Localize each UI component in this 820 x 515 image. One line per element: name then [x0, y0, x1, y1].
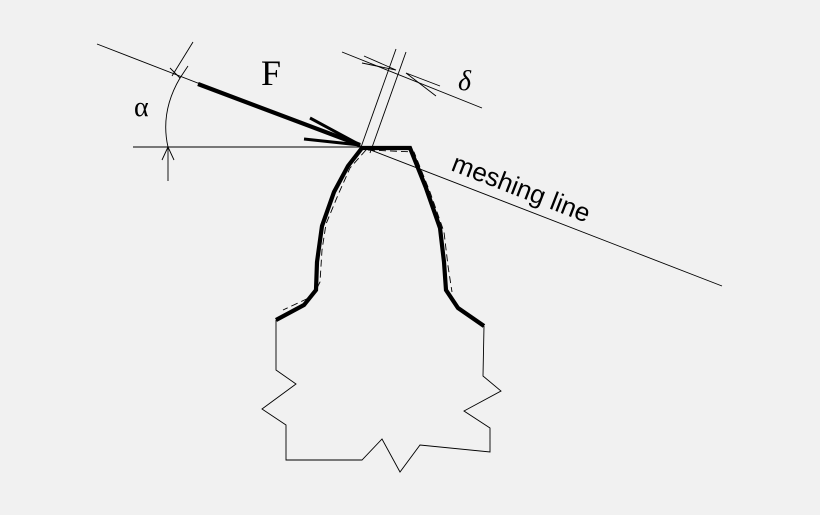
delta-label: δ — [458, 66, 472, 97]
delta-extension-line-1 — [359, 48, 397, 151]
force-arrow-shaft — [197, 82, 361, 147]
delta-extension-line-2 — [369, 51, 407, 154]
alpha-label: α — [134, 92, 149, 123]
delta-arrow-left — [361, 55, 397, 71]
meshing-line — [96, 43, 723, 287]
deformed-tooth-profile — [282, 149, 367, 311]
deformed-tooth-profile-right — [367, 149, 453, 293]
gear-body-outline — [261, 320, 502, 473]
delta-dimension-line — [341, 51, 483, 109]
delta-arrow-right — [405, 72, 441, 97]
force-arrow-head — [303, 116, 361, 147]
force-label: F — [261, 53, 281, 93]
tooth-profile — [275, 145, 486, 328]
alpha-arrow-top — [169, 65, 189, 79]
alpha-angle-arc — [165, 77, 181, 148]
alpha-extension-top — [171, 41, 194, 77]
alpha-arrow-bottom — [161, 145, 175, 161]
